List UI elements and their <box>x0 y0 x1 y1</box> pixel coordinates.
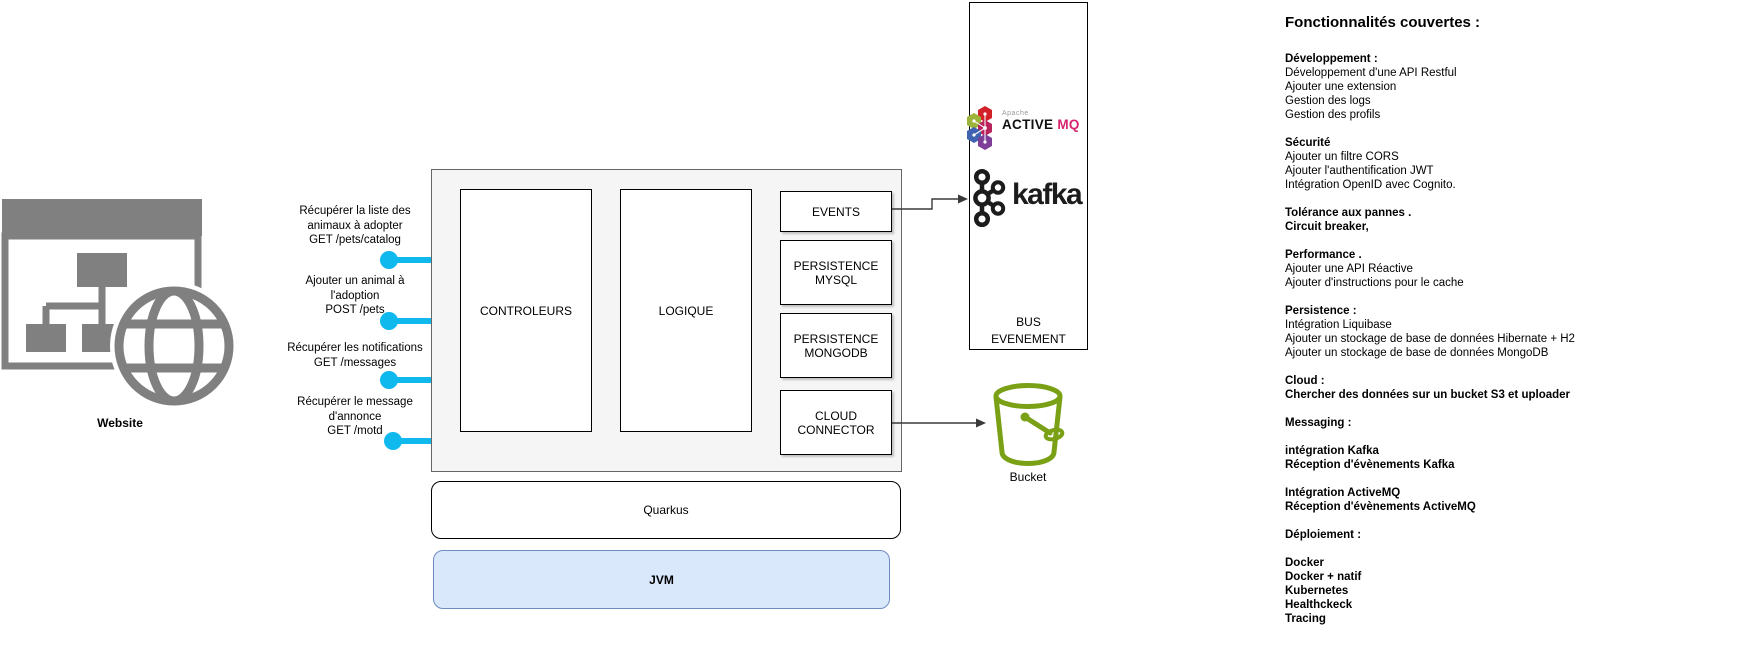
endpoint-connector <box>389 377 432 383</box>
endpoint-text: Récupérer les notifications <box>287 342 423 354</box>
feature-line: Ajouter un filtre CORS <box>1285 151 1399 163</box>
feature-line: Tracing <box>1285 613 1326 625</box>
endpoint-text: l'adoption <box>330 289 380 302</box>
feature-line: Ajouter une API Réactive <box>1285 263 1413 275</box>
jvm-box: JVM <box>433 550 890 609</box>
feature-line: Développement d'une API Restful <box>1285 67 1457 79</box>
endpoint-text: d'annonce <box>328 410 382 423</box>
features-panel: Fonctionnalités couvertes : Développemen… <box>1285 14 1750 640</box>
feature-line: Ajouter un stockage de base de données M… <box>1285 347 1549 359</box>
endpoint-text: GET /pets/catalog <box>309 234 401 246</box>
cloud-connector-box: CLOUD CONNECTOR <box>780 390 892 455</box>
s3-bucket-icon <box>993 383 1065 466</box>
feature-line: Sécurité <box>1285 137 1331 149</box>
feature-line: Chercher des données sur un bucket S3 et… <box>1285 389 1571 401</box>
activemq-label: ACTIVE MQ <box>1002 117 1080 132</box>
activemq-logo-icon <box>967 106 992 150</box>
website-icon <box>1 199 236 410</box>
controllers-box: CONTROLEURS <box>460 189 592 432</box>
endpoint-connector <box>392 438 436 444</box>
feature-line: Cloud : <box>1285 375 1325 387</box>
endpoint-pin <box>384 432 402 450</box>
feature-line: Intégration OpenID avec Cognito. <box>1285 179 1456 191</box>
endpoint-connector <box>389 318 432 324</box>
bus-label-line: EVENEMENT <box>991 332 1066 346</box>
endpoint-pin <box>380 251 398 269</box>
feature-line: Messaging : <box>1285 417 1352 429</box>
endpoint-text: GET /motd <box>327 425 383 437</box>
feature-line: Circuit breaker, <box>1285 221 1369 233</box>
activemq-logo-text: Apache ACTIVE MQ <box>1002 108 1080 132</box>
bucket-label: Bucket <box>1009 470 1047 484</box>
feature-line: Kubernetes <box>1285 585 1349 597</box>
feature-section: Déploiement : <box>1285 528 1750 542</box>
feature-section: Tolérance aux pannes . Circuit breaker, <box>1285 206 1750 234</box>
feature-line: Réception d'évènements Kafka <box>1285 459 1455 471</box>
endpoint-label-motd: Récupérer le message d'annonce GET /motd <box>266 395 444 439</box>
endpoint-label-messages: Récupérer les notifications GET /message… <box>262 341 448 370</box>
logic-box: LOGIQUE <box>620 189 752 432</box>
feature-line: Intégration Liquibase <box>1285 319 1392 331</box>
feature-section: Développement : Développement d'une API R… <box>1285 52 1750 122</box>
feature-line: Performance . <box>1285 249 1362 261</box>
feature-line: intégration Kafka <box>1285 445 1379 457</box>
activemq-mq-label: MQ <box>1057 117 1080 132</box>
feature-section: Messaging : <box>1285 416 1750 430</box>
persistence-mongodb-box: PERSISTENCE MONGODB <box>780 313 892 378</box>
feature-line: Ajouter une extension <box>1285 81 1397 93</box>
feature-line: Ajouter d'instructions pour le cache <box>1285 277 1464 289</box>
kafka-logo-text: kafka <box>1012 178 1083 211</box>
event-bus-label: BUS EVENEMENT <box>969 314 1088 348</box>
endpoint-pin <box>380 371 398 389</box>
endpoint-label-post-pets: Ajouter un animal à l'adoption POST /pet… <box>266 274 444 318</box>
feature-line: Docker <box>1285 557 1324 569</box>
website-label: Website <box>97 416 143 430</box>
endpoint-pin <box>380 312 398 330</box>
apache-label: Apache <box>1002 110 1029 117</box>
features-title: Fonctionnalités couvertes : <box>1285 14 1481 31</box>
feature-line: Healthckeck <box>1285 599 1353 611</box>
endpoint-text: animaux à adopter <box>307 219 403 232</box>
persistence-mysql-box: PERSISTENCE MYSQL <box>780 240 892 305</box>
feature-section: Cloud : Chercher des données sur un bucke… <box>1285 374 1750 402</box>
features-list: Développement : Développement d'une API R… <box>1285 52 1750 626</box>
endpoint-text: POST /pets <box>325 304 385 316</box>
feature-line: Ajouter un stockage de base de données H… <box>1285 333 1575 345</box>
feature-line: Gestion des profils <box>1285 109 1381 121</box>
feature-line: Déploiement : <box>1285 529 1362 541</box>
feature-section: Intégration ActiveMQ Réception d'évènemen… <box>1285 486 1750 514</box>
endpoint-text: Récupérer le message <box>297 396 413 408</box>
feature-line: Gestion des logs <box>1285 95 1371 107</box>
feature-line: Développement : <box>1285 53 1378 65</box>
feature-line: Docker + natif <box>1285 571 1362 583</box>
endpoint-connector <box>389 257 432 263</box>
bus-label-line: BUS <box>1016 315 1041 329</box>
feature-line: Tolérance aux pannes . <box>1285 207 1412 219</box>
endpoint-text: Ajouter un animal à <box>305 275 405 287</box>
feature-line: Intégration ActiveMQ <box>1285 487 1401 499</box>
feature-line: Persistence : <box>1285 305 1357 317</box>
endpoint-text: GET /messages <box>313 356 397 369</box>
feature-line: Ajouter l'authentification JWT <box>1285 165 1434 177</box>
events-box: EVENTS <box>780 191 892 232</box>
kafka-logo-icon <box>973 168 1006 228</box>
quarkus-box: Quarkus <box>431 481 901 539</box>
endpoint-label-pets-catalog: Récupérer la liste des animaux à adopter… <box>266 204 444 248</box>
endpoint-text: Récupérer la liste des <box>299 205 411 217</box>
feature-line: Réception d'évènements ActiveMQ <box>1285 501 1476 513</box>
